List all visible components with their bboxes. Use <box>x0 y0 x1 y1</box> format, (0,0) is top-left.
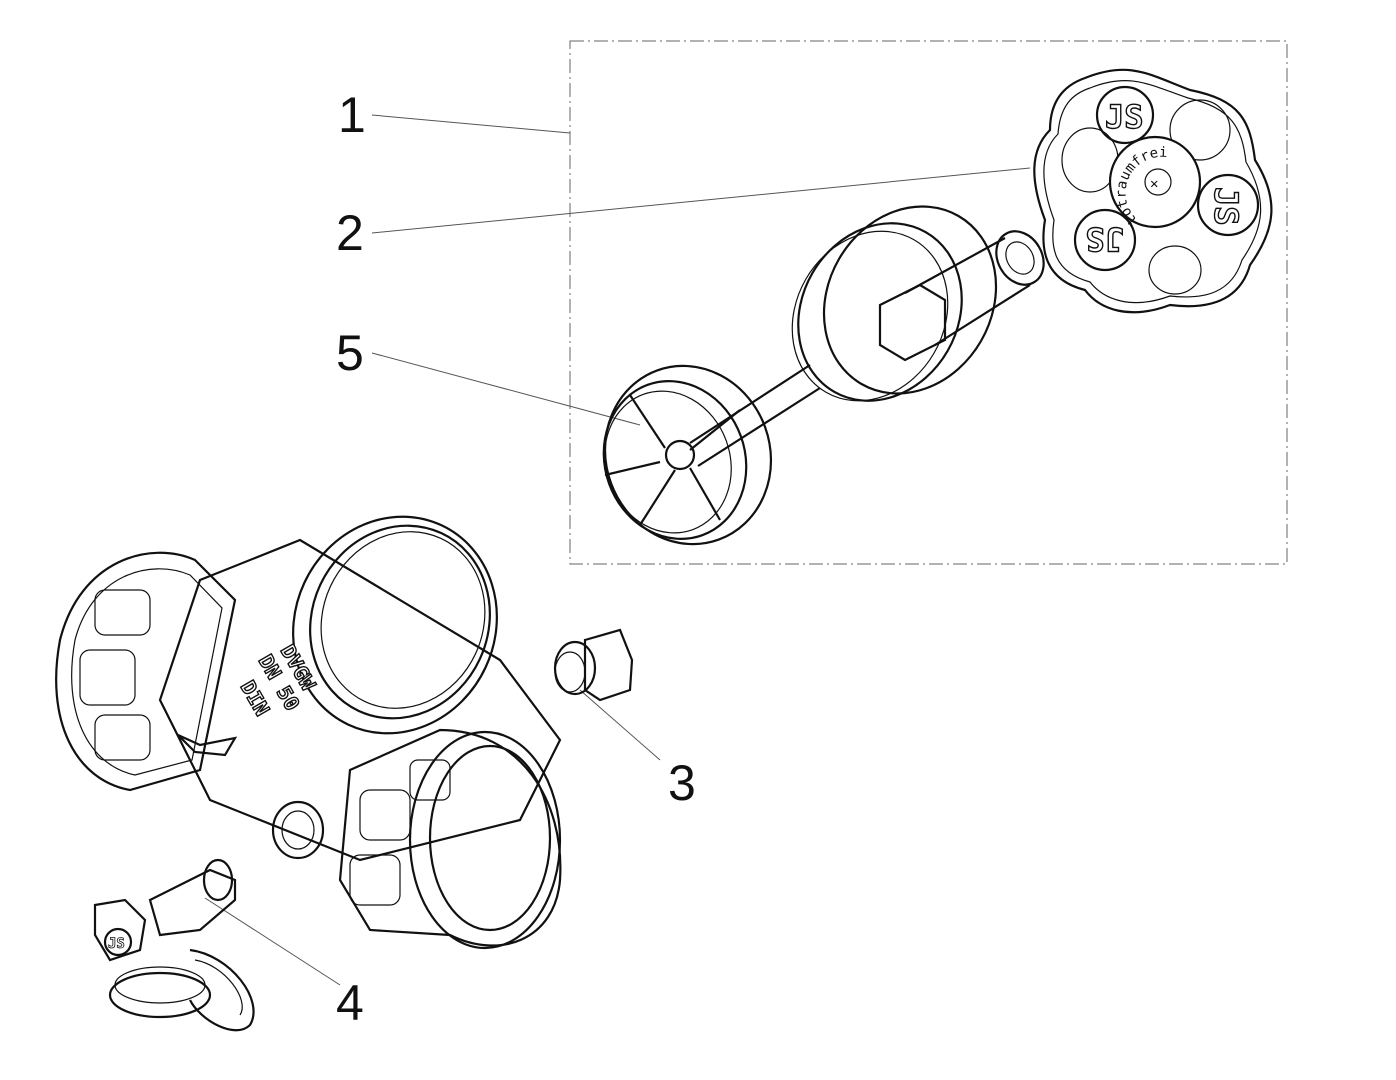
callout-5: 5 <box>336 325 364 381</box>
handwheel-logo-1: JS <box>1105 98 1144 136</box>
drain-valve-logo: JS <box>108 936 125 952</box>
svg-text:✕: ✕ <box>1150 176 1158 192</box>
drain-valve: JS <box>93 858 255 1032</box>
assembly-group-frame <box>569 40 1288 565</box>
handwheel-logo-3: JS <box>1085 220 1124 258</box>
callout-1: 1 <box>338 87 366 143</box>
valve-body: DVGW DN 50 DIN <box>55 515 562 950</box>
plug <box>553 628 634 702</box>
strainer-insert <box>602 364 821 546</box>
callout-2: 2 <box>336 205 364 261</box>
valve-disc <box>791 205 1045 402</box>
callout-4: 4 <box>336 975 364 1031</box>
leader-lines <box>204 114 1031 986</box>
callout-3: 3 <box>668 755 696 811</box>
handwheel: JS JS JS ✕ totraumfrei <box>1033 68 1273 314</box>
handwheel-logo-2: JS <box>1207 187 1245 226</box>
